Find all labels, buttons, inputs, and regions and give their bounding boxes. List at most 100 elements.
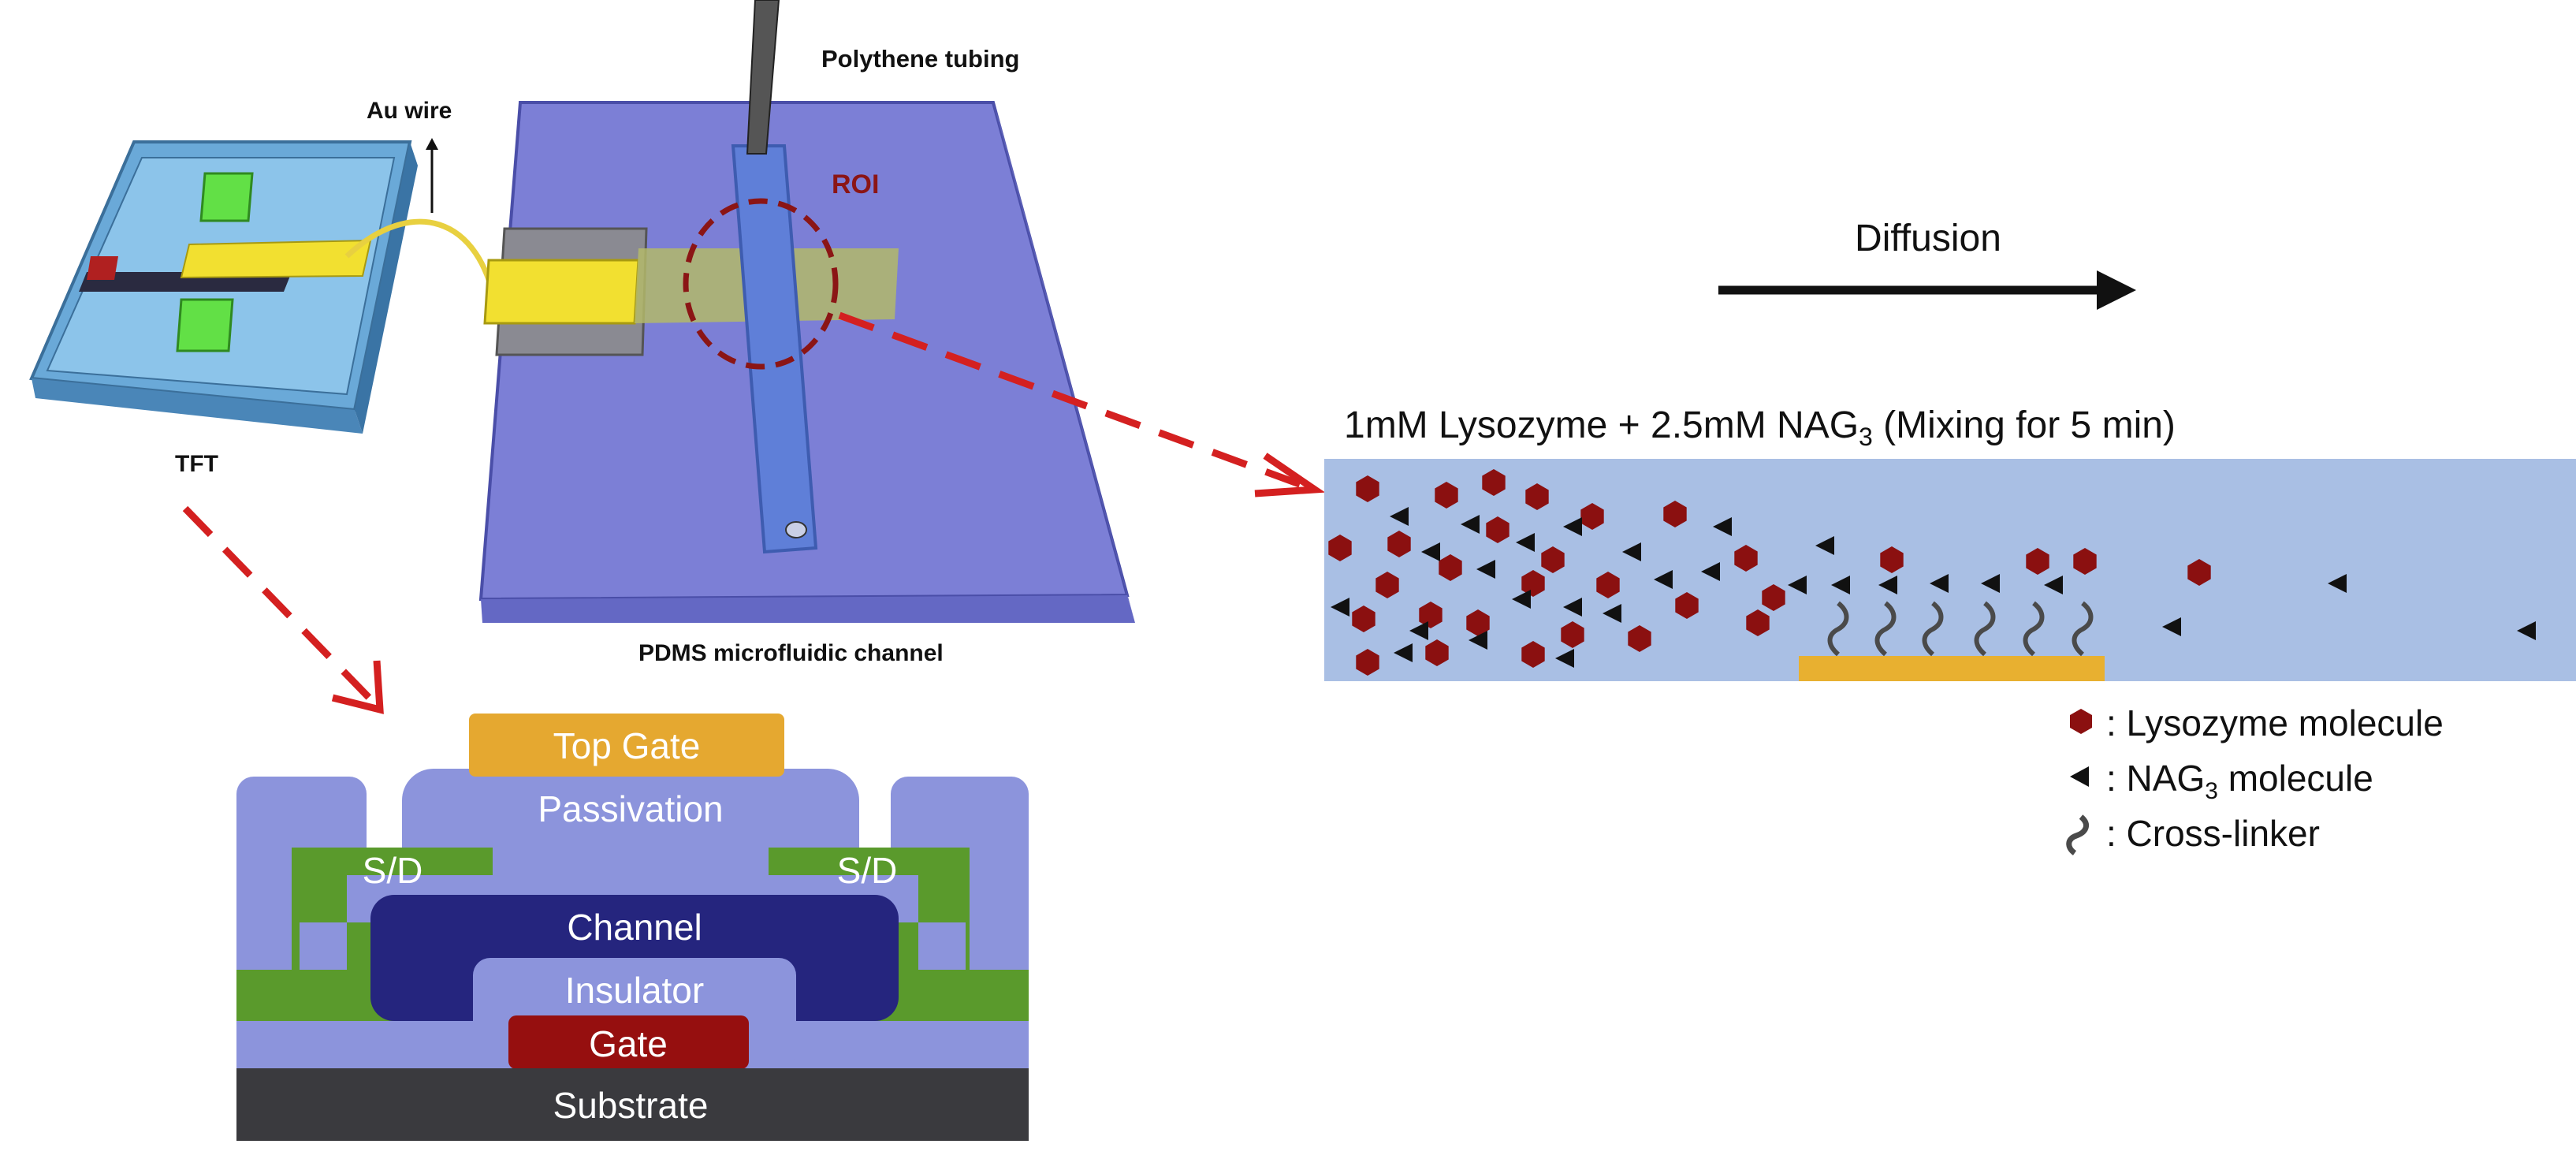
lysozyme-molecule <box>1419 602 1442 628</box>
lysozyme-molecule <box>1356 475 1379 502</box>
tft-source-pad <box>199 172 254 222</box>
nag3-molecule <box>1878 576 1897 594</box>
legend-nag3-label: : NAG3 molecule <box>2106 758 2373 804</box>
legend-nag3-icon <box>2070 766 2089 787</box>
lysozyme-molecule <box>1762 584 1785 611</box>
nag3-molecule <box>1512 590 1531 609</box>
cross-linker <box>2072 601 2094 657</box>
cross-linker <box>1827 601 1849 657</box>
nag3-molecule <box>1516 533 1535 552</box>
nag3-molecule <box>1476 560 1495 579</box>
lysozyme-molecule <box>1541 546 1565 573</box>
lysozyme-molecule <box>1425 639 1449 666</box>
nag3-molecule <box>1815 536 1834 555</box>
tft-top-gate-strip <box>180 239 372 279</box>
gate-layer <box>508 1015 749 1069</box>
lysozyme-molecule <box>1486 516 1509 543</box>
nag3-molecule <box>1831 576 1850 594</box>
sensing-electrode <box>1799 656 2105 681</box>
mixing-title: 1mM Lysozyme + 2.5mM NAG3 (Mixing for 5 … <box>1344 404 2176 451</box>
tft-gate-pad <box>87 256 118 280</box>
passivation-label: Passivation <box>538 788 723 829</box>
lysozyme-molecule <box>1482 469 1506 496</box>
channel-outlet <box>785 521 807 538</box>
mixing-title-tail: (Mixing for 5 min) <box>1873 404 2176 446</box>
legend-lysozyme-icon <box>2070 709 2092 734</box>
lysozyme-molecule <box>1880 546 1904 573</box>
legend-nag3-tail: molecule <box>2218 758 2373 799</box>
legend: : Lysozyme molecule : NAG3 molecule : Cr… <box>2066 702 2444 855</box>
diffusion-channel <box>1324 459 2576 681</box>
tft-drain-pad <box>176 298 234 352</box>
mixing-title-subscript: 3 <box>1859 423 1873 451</box>
polythene-tubing <box>746 0 780 155</box>
nag3-molecule <box>1390 507 1409 526</box>
lysozyme-molecule <box>1521 570 1545 597</box>
lysozyme-molecule <box>1628 625 1651 652</box>
legend-crosslinker-label: : Cross-linker <box>2106 813 2320 854</box>
nag3-molecule <box>1469 631 1487 650</box>
mixing-title-main: 1mM Lysozyme + 2.5mM NAG <box>1344 404 1859 446</box>
nag3-molecule <box>1788 576 1807 594</box>
lysozyme-molecule <box>1596 572 1620 598</box>
gold-electrode <box>483 259 640 325</box>
roi-zoom-arrow <box>838 311 1314 493</box>
channel-label: Channel <box>567 907 702 948</box>
tft-zoom-arrowhead <box>331 660 384 714</box>
nag3-molecule <box>1331 598 1349 617</box>
lysozyme-molecule <box>1663 501 1687 527</box>
nag3-molecule <box>1603 604 1621 623</box>
sd-right-label: S/D <box>837 850 898 891</box>
nag3-molecule <box>1555 649 1574 668</box>
lysozyme-molecule <box>1466 609 1490 636</box>
nag3-molecule <box>1563 598 1582 617</box>
nag3-molecule <box>1701 562 1720 581</box>
au-wire-label: Au wire <box>367 98 452 124</box>
nag3-molecule <box>1409 621 1428 640</box>
molecule-field <box>1328 469 2536 676</box>
lysozyme-molecule <box>1439 554 1462 581</box>
nag3-molecule <box>2162 617 2181 636</box>
pdms-channel-label: PDMS microfluidic channel <box>638 640 944 666</box>
legend-lysozyme-label: : Lysozyme molecule <box>2106 702 2444 743</box>
nag3-molecule <box>1930 574 1949 593</box>
lysozyme-molecule <box>1387 531 1411 557</box>
nag3-molecule <box>1713 517 1732 536</box>
lysozyme-molecule <box>1746 609 1770 636</box>
nag3-molecule <box>1622 542 1641 561</box>
lysozyme-molecule <box>1525 483 1549 510</box>
lysozyme-molecule <box>1734 545 1758 572</box>
polythene-tubing-label: Polythene tubing <box>821 45 1019 73</box>
tft-zoom-arrow <box>182 505 380 709</box>
cross-linker <box>2023 601 2045 657</box>
legend-nag3-subscript: 3 <box>2205 778 2218 804</box>
nag3-molecule <box>1461 515 1480 534</box>
top-gate-layer <box>469 714 784 777</box>
nag3-molecule <box>1654 570 1673 589</box>
lysozyme-molecule <box>2073 548 2097 575</box>
gate-label: Gate <box>589 1023 668 1064</box>
lysozyme-molecule <box>1580 503 1604 530</box>
lysozyme-molecule <box>1561 621 1584 648</box>
nag3-molecule <box>2044 576 2063 594</box>
lysozyme-molecule <box>1356 649 1379 676</box>
cross-linker <box>1922 601 1944 657</box>
tft-label: TFT <box>175 451 218 477</box>
nag3-molecule <box>1563 517 1582 536</box>
substrate-label: Substrate <box>553 1085 709 1126</box>
insulator-label: Insulator <box>565 970 704 1011</box>
cross-linker <box>1874 601 1897 657</box>
lysozyme-molecule <box>1435 482 1458 509</box>
lysozyme-molecule <box>2187 559 2211 586</box>
lysozyme-molecule <box>2026 548 2049 575</box>
nag3-molecule <box>2328 574 2347 593</box>
lysozyme-molecule <box>1675 592 1699 619</box>
roi-circle <box>683 198 839 370</box>
nag3-molecule <box>1981 574 2000 593</box>
legend-crosslinker-icon <box>2066 814 2089 855</box>
substrate-layer <box>236 1068 1029 1141</box>
lysozyme-molecule <box>1352 605 1375 632</box>
legend-nag3-main: : NAG <box>2106 758 2205 799</box>
